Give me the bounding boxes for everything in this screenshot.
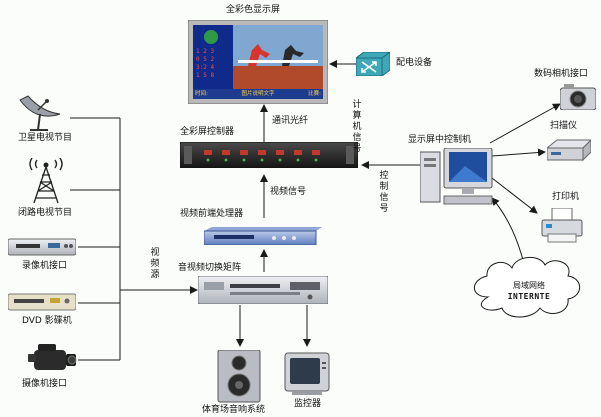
control-pc-label: 显示屏中控制机 [408, 135, 472, 145]
distribution-label: 配电设备 [396, 58, 433, 68]
satellite-dish-icon [16, 92, 68, 132]
vcr-label: 录像机接口 [22, 261, 68, 271]
network-label: 局域网络 [513, 281, 545, 290]
broadcast-tower-icon [24, 157, 68, 204]
fullcolor-controller-device [179, 141, 359, 169]
av-matrix-device [197, 275, 329, 305]
network-cloud-text: 局域网络 INTERNTE [484, 280, 574, 302]
footer-right: 比赛: [308, 91, 321, 97]
digital-camera-icon [559, 84, 597, 111]
control-pc-icon [419, 147, 494, 206]
score-line-1: 1 2 3 [196, 48, 215, 55]
source-bus-lines [70, 117, 198, 361]
screen-footer: 时间: 图片说明文字 比赛: [195, 90, 321, 98]
vcr-icon [7, 237, 77, 257]
scoreboard: 1 2 3 0 5 2 3:2 4 1 5 8 [196, 48, 232, 80]
network-cloud [473, 257, 581, 318]
video-signal-label: 视频信号 [270, 187, 307, 197]
display-screen-title: 全彩色显示屏 [226, 5, 281, 15]
scanner-label: 扫描仪 [550, 121, 578, 131]
control-signal-label: 控制信号 [379, 171, 389, 214]
speaker-icon [216, 349, 264, 404]
monitor-label: 监控器 [294, 399, 322, 409]
camera-label: 数码相机接口 [534, 69, 589, 79]
fullcolor-display-screen: 1 2 3 0 5 2 3:2 4 1 5 8 时间: 图片说明文字 比赛: [187, 19, 329, 105]
video-processor-label: 视频前端处理器 [180, 209, 244, 219]
fullcolor-controller-label: 全彩屏控制器 [180, 127, 235, 137]
camcorder-icon [28, 342, 78, 376]
score-line-3: 3:2 4 [196, 64, 215, 71]
av-matrix-label: 音视频切换矩阵 [178, 263, 242, 273]
printer-icon [540, 207, 584, 244]
video-source-label: 视频源 [150, 248, 160, 280]
cctv-label: 闭路电视节目 [18, 208, 73, 218]
main-chain-lines [236, 60, 428, 347]
stadium-audio-label: 体育场音响系统 [202, 405, 266, 415]
camcorder-label: 摄像机接口 [22, 379, 68, 389]
score-line-4: 1 5 8 [196, 72, 215, 79]
satellite-label: 卫星电视节目 [18, 133, 73, 143]
network-switch-icon [355, 51, 391, 77]
fiber-link-label: 通讯光纤 [272, 116, 309, 126]
video-processor-device [203, 227, 322, 246]
footer-mid: 图片说明文字 [241, 91, 275, 97]
computer-signal-label: 计算机信号 [352, 100, 362, 154]
dvd-label: DVD 影碟机 [22, 316, 72, 326]
peripheral-lines [489, 103, 561, 269]
monitor-icon [284, 352, 330, 396]
dvd-player-icon [7, 292, 77, 312]
scanner-icon [545, 138, 593, 162]
footer-left: 时间: [195, 91, 208, 97]
printer-label: 打印机 [552, 192, 580, 202]
network-name: INTERNTE [507, 292, 551, 301]
score-line-2: 0 5 2 [196, 56, 215, 63]
